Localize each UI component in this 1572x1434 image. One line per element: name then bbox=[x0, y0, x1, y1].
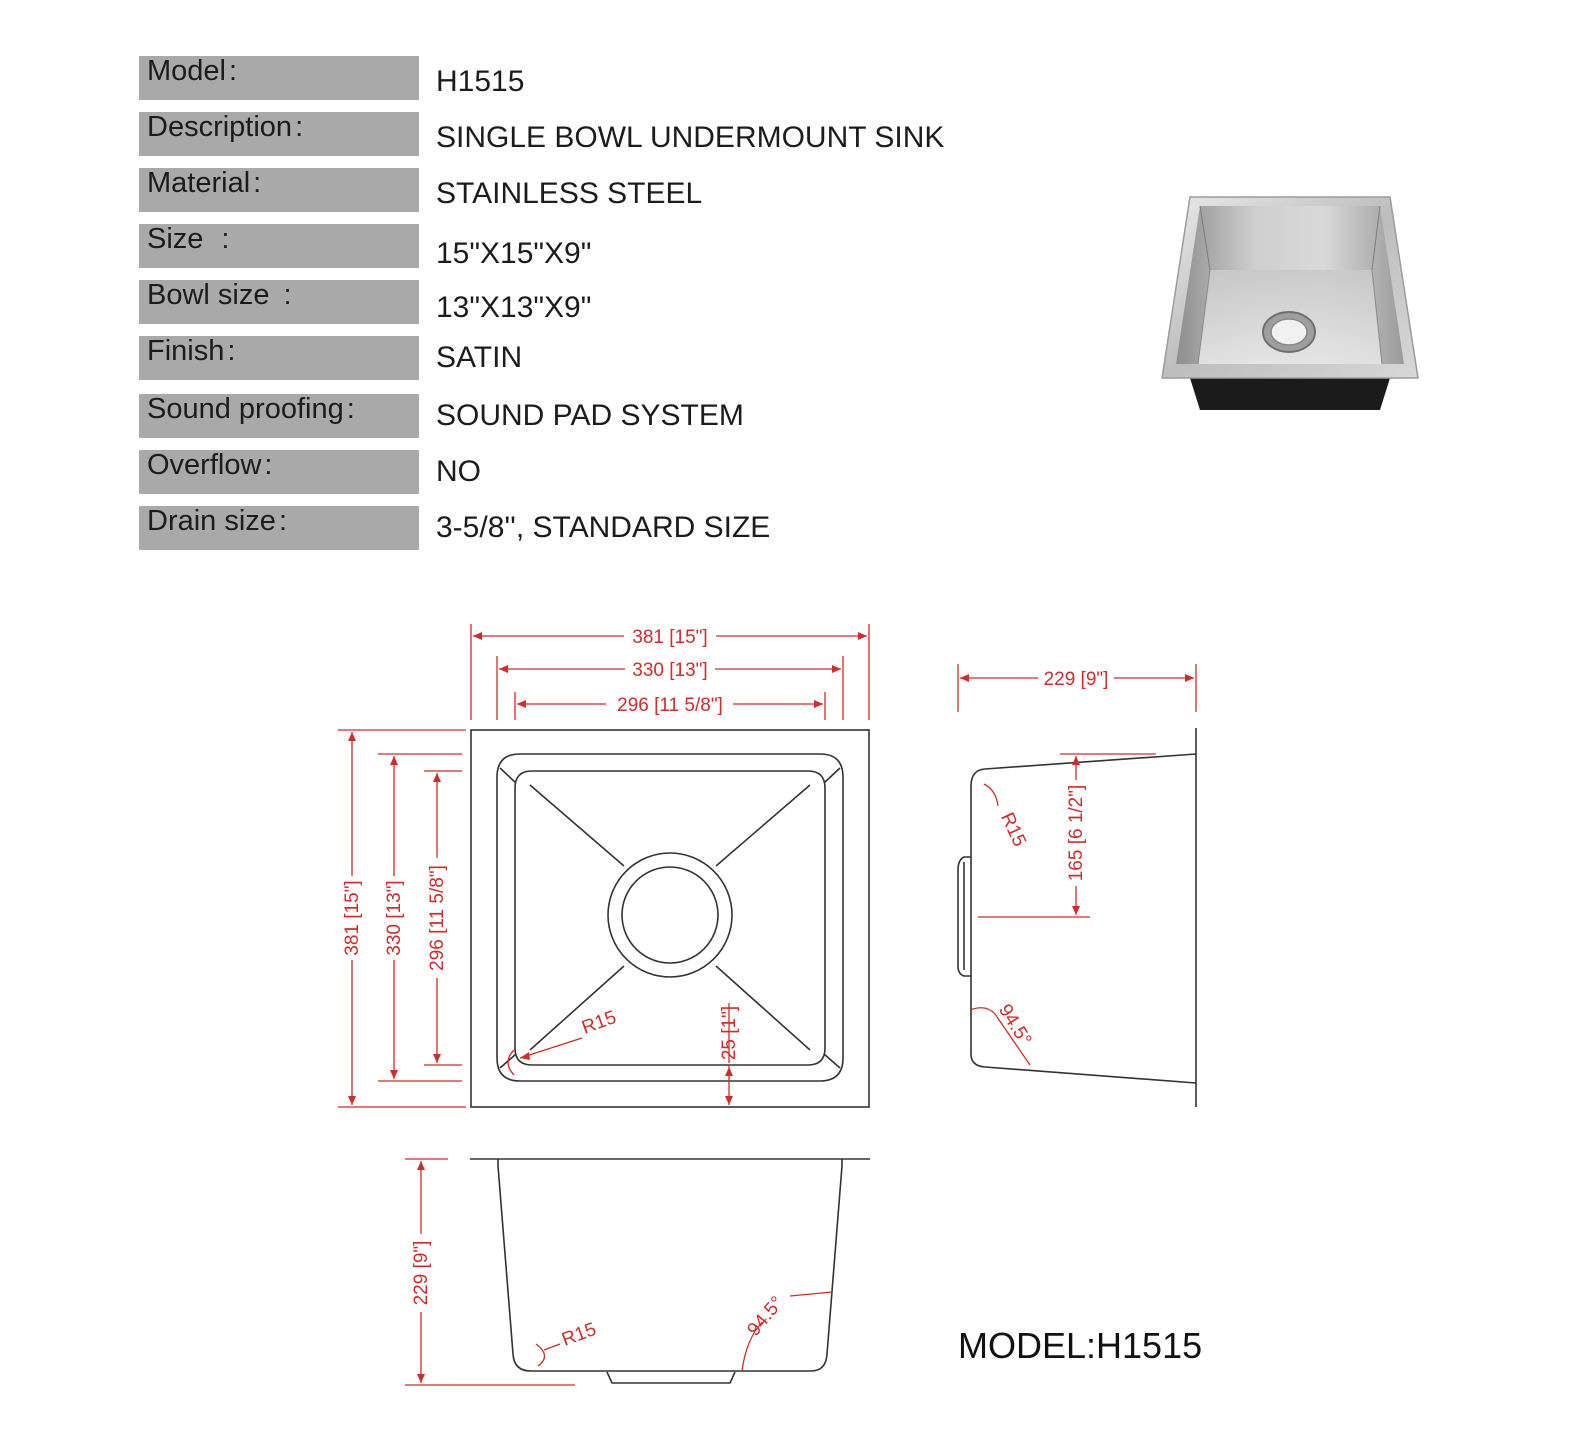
top-view-outline bbox=[470, 729, 870, 1108]
dim-corner-radius: R15 bbox=[579, 1007, 619, 1039]
dim-side-total-depth: 229 [9"] bbox=[1044, 669, 1109, 690]
sink-underside bbox=[1190, 378, 1390, 410]
model-caption: MODEL:H1515 bbox=[958, 1325, 1203, 1366]
spec-label: Drain size: bbox=[139, 506, 419, 550]
spec-value: STAINLESS STEEL bbox=[436, 177, 703, 210]
dim-bottom-offset: 25 [1"] bbox=[719, 1006, 740, 1060]
spec-row-drain-size: Drain size: 3-5/8'', STANDARD SIZE bbox=[139, 506, 1039, 550]
spec-row-material: Material: STAINLESS STEEL bbox=[139, 168, 1039, 212]
spec-label: Description: bbox=[139, 112, 419, 156]
spec-value: SINGLE BOWL UNDERMOUNT SINK bbox=[436, 121, 945, 154]
spec-row-model: Model: H1515 bbox=[139, 56, 1039, 100]
spec-value: 3-5/8'', STANDARD SIZE bbox=[436, 511, 771, 544]
dim-front-height: 229 [9"] bbox=[411, 1241, 432, 1306]
dim-top-bottom-depth: 296 [11 5/8"] bbox=[427, 865, 448, 971]
spec-label: Material: bbox=[139, 168, 419, 212]
dim-top-outer-width: 381 [15"] bbox=[632, 627, 707, 648]
front-view-outline bbox=[497, 1159, 843, 1372]
spec-value: 13"X13"X9" bbox=[436, 291, 592, 324]
side-view-outline bbox=[970, 753, 1197, 1084]
spec-label: Overflow: bbox=[139, 450, 419, 494]
spec-value: NO bbox=[436, 455, 481, 488]
spec-label: Sound proofing: bbox=[139, 394, 419, 438]
spec-row-finish: Finish: SATIN bbox=[139, 336, 1039, 380]
spec-label: Finish: bbox=[139, 336, 419, 380]
dim-side-angle: 94.5° bbox=[994, 1001, 1035, 1050]
dim-top-bowl-depth: 330 [13"] bbox=[384, 880, 405, 955]
top-view-bowl bbox=[496, 753, 844, 1082]
spec-label: Model: bbox=[139, 56, 419, 100]
spec-row-description: Description: SINGLE BOWL UNDERMOUNT SINK bbox=[139, 112, 1039, 156]
dim-front-radius: R15 bbox=[559, 1319, 599, 1351]
spec-value: H1515 bbox=[436, 65, 525, 98]
dim-side-drain-height: 165 [6 1/2"] bbox=[1066, 785, 1087, 882]
spec-row-bowl-size: Bowl size: 13"X13"X9" bbox=[139, 280, 1039, 324]
drain-inner bbox=[621, 866, 719, 964]
spec-value: SATIN bbox=[436, 341, 523, 374]
sink-photo bbox=[1161, 196, 1419, 410]
drain-outer bbox=[607, 852, 733, 978]
spec-value: SOUND PAD SYSTEM bbox=[436, 399, 744, 432]
spec-value: 15"X15"X9" bbox=[436, 237, 592, 270]
dim-top-bowl-width: 330 [13"] bbox=[632, 660, 707, 681]
spec-label: Size: bbox=[139, 224, 419, 268]
dim-top-bottom-width: 296 [11 5/8"] bbox=[617, 695, 723, 716]
dim-top-outer-depth: 381 [15"] bbox=[342, 880, 363, 955]
spec-row-sound-proofing: Sound proofing: SOUND PAD SYSTEM bbox=[139, 394, 1039, 438]
dim-side-radius: R15 bbox=[996, 809, 1030, 849]
spec-row-size: Size: 15"X15"X9" bbox=[139, 224, 1039, 270]
dim-front-angle: 94.5° bbox=[743, 1293, 788, 1341]
spec-label: Bowl size: bbox=[139, 280, 419, 324]
spec-row-overflow: Overflow: NO bbox=[139, 450, 1039, 494]
